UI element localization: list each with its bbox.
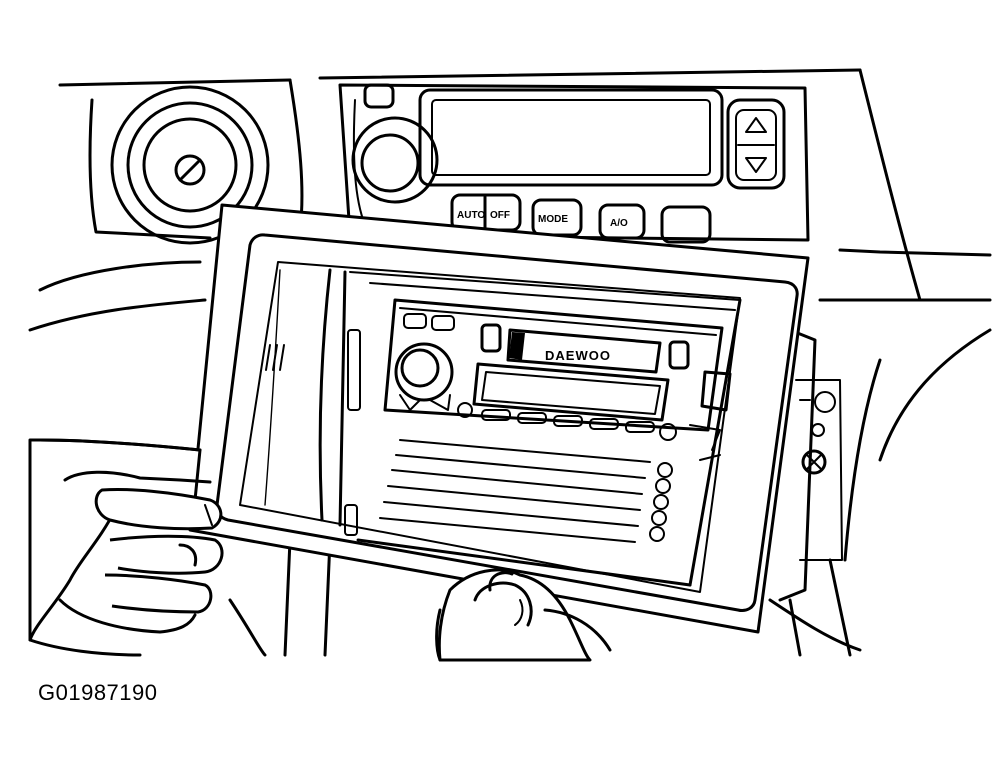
radio-bracket: [778, 328, 843, 602]
mode-button-label: MODE: [538, 214, 568, 225]
figure-id-label: G01987190: [38, 680, 158, 705]
left-hand: [28, 438, 224, 657]
ac-button[interactable]: A/O: [598, 203, 646, 240]
left-vent-knob: [110, 85, 270, 245]
radio-brand-label: DAEWOO: [545, 348, 611, 363]
ac-button-label: A/O: [610, 218, 628, 229]
mode-button[interactable]: MODE: [531, 198, 583, 237]
radio-head-unit: DAEWOO: [239, 261, 742, 593]
right-hand: [435, 568, 612, 662]
auto-off-button[interactable]: AUTO OFF: [450, 193, 522, 232]
blank-button[interactable]: [660, 205, 712, 244]
off-button-label: OFF: [490, 210, 510, 221]
climate-control-panel: [338, 83, 810, 242]
dashboard: [28, 68, 992, 657]
auto-button-label: AUTO: [457, 210, 485, 221]
